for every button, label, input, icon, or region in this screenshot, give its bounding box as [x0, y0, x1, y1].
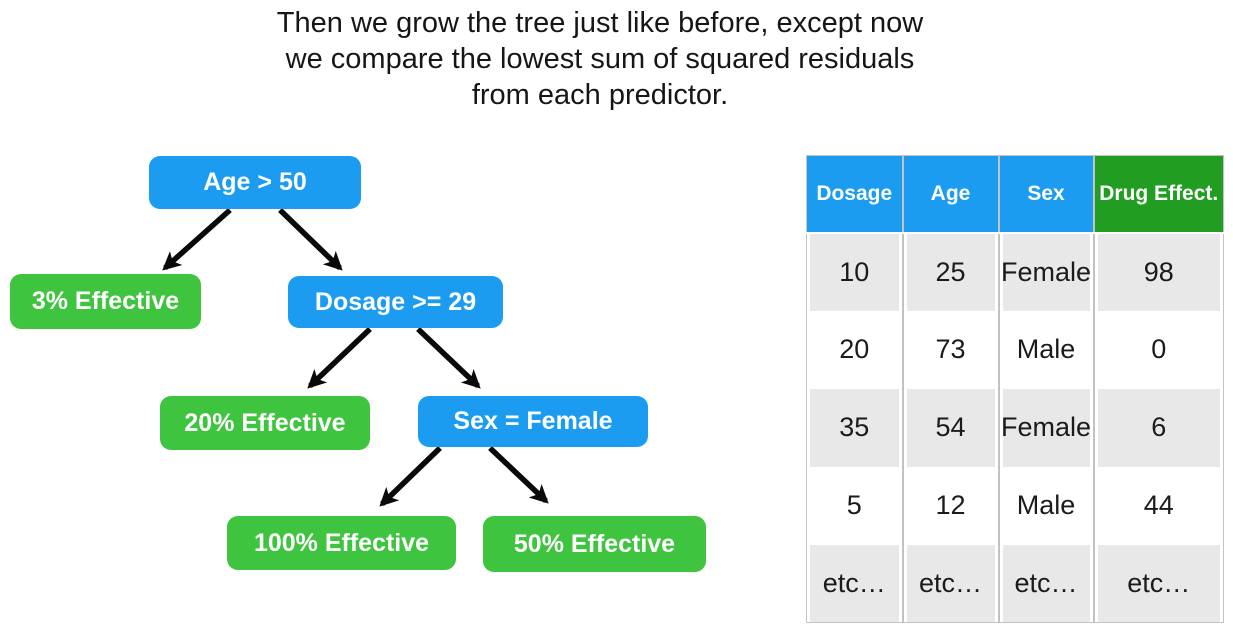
cell-drug-effect: 44	[1092, 466, 1224, 545]
table-row: 5 12 Male 44	[806, 466, 1224, 545]
table-row-etc: etc… etc… etc… etc…	[806, 544, 1224, 623]
col-header-drug-effect: Drug Effect.	[1092, 155, 1224, 234]
tree-node-sex: Sex = Female	[418, 396, 648, 447]
cell-age: 73	[901, 310, 999, 389]
col-header-dosage: Dosage	[806, 155, 903, 234]
table-row: 20 73 Male 0	[806, 310, 1224, 389]
table-row: 35 54 Female 6	[806, 388, 1224, 467]
cell-dosage: etc…	[806, 544, 903, 623]
arrow-dosage-to-sex	[416, 327, 481, 389]
arrow-sex-to-100pct	[379, 446, 442, 507]
cell-dosage: 10	[806, 232, 903, 311]
cell-dosage: 35	[806, 388, 903, 467]
cell-sex: Male	[997, 310, 1094, 389]
arrow-age-to-3pct	[162, 207, 232, 271]
slide-title: Then we grow the tree just like before, …	[0, 5, 1200, 113]
cell-sex: Female	[997, 388, 1094, 467]
cell-dosage: 20	[806, 310, 903, 389]
data-table: Dosage Age Sex Drug Effect. 10 25 Female…	[806, 155, 1224, 623]
title-line-2: we compare the lowest sum of squared res…	[285, 43, 915, 75]
cell-drug-effect: 6	[1092, 388, 1224, 467]
cell-drug-effect: etc…	[1092, 544, 1224, 623]
cell-age: 54	[901, 388, 999, 467]
cell-sex: Male	[997, 466, 1094, 545]
cell-drug-effect: 98	[1092, 232, 1224, 311]
tree-leaf-50pct-effective: 50% Effective	[483, 516, 706, 572]
table-row: 10 25 Female 98	[806, 232, 1224, 311]
cell-drug-effect: 0	[1092, 310, 1224, 389]
title-line-3: from each predictor.	[471, 79, 729, 111]
table-header-row: Dosage Age Sex Drug Effect.	[806, 155, 1224, 234]
cell-age: 12	[901, 466, 999, 545]
arrow-dosage-to-20pct	[307, 327, 372, 389]
tree-leaf-20pct-effective: 20% Effective	[160, 396, 370, 450]
tree-node-age: Age > 50	[149, 156, 361, 209]
cell-dosage: 5	[806, 466, 903, 545]
col-header-sex: Sex	[997, 155, 1094, 234]
cell-age: etc…	[901, 544, 999, 623]
tree-leaf-3pct-effective: 3% Effective	[10, 274, 201, 329]
cell-sex: Female	[997, 232, 1094, 311]
arrow-age-to-dosage	[278, 208, 343, 271]
title-line-1: Then we grow the tree just like before, …	[276, 7, 924, 39]
cell-age: 25	[901, 232, 999, 311]
tree-node-dosage: Dosage >= 29	[288, 276, 503, 328]
tree-leaf-100pct-effective: 100% Effective	[227, 516, 456, 570]
cell-sex: etc…	[997, 544, 1094, 623]
arrow-sex-to-50pct	[488, 446, 549, 504]
col-header-age: Age	[901, 155, 999, 234]
